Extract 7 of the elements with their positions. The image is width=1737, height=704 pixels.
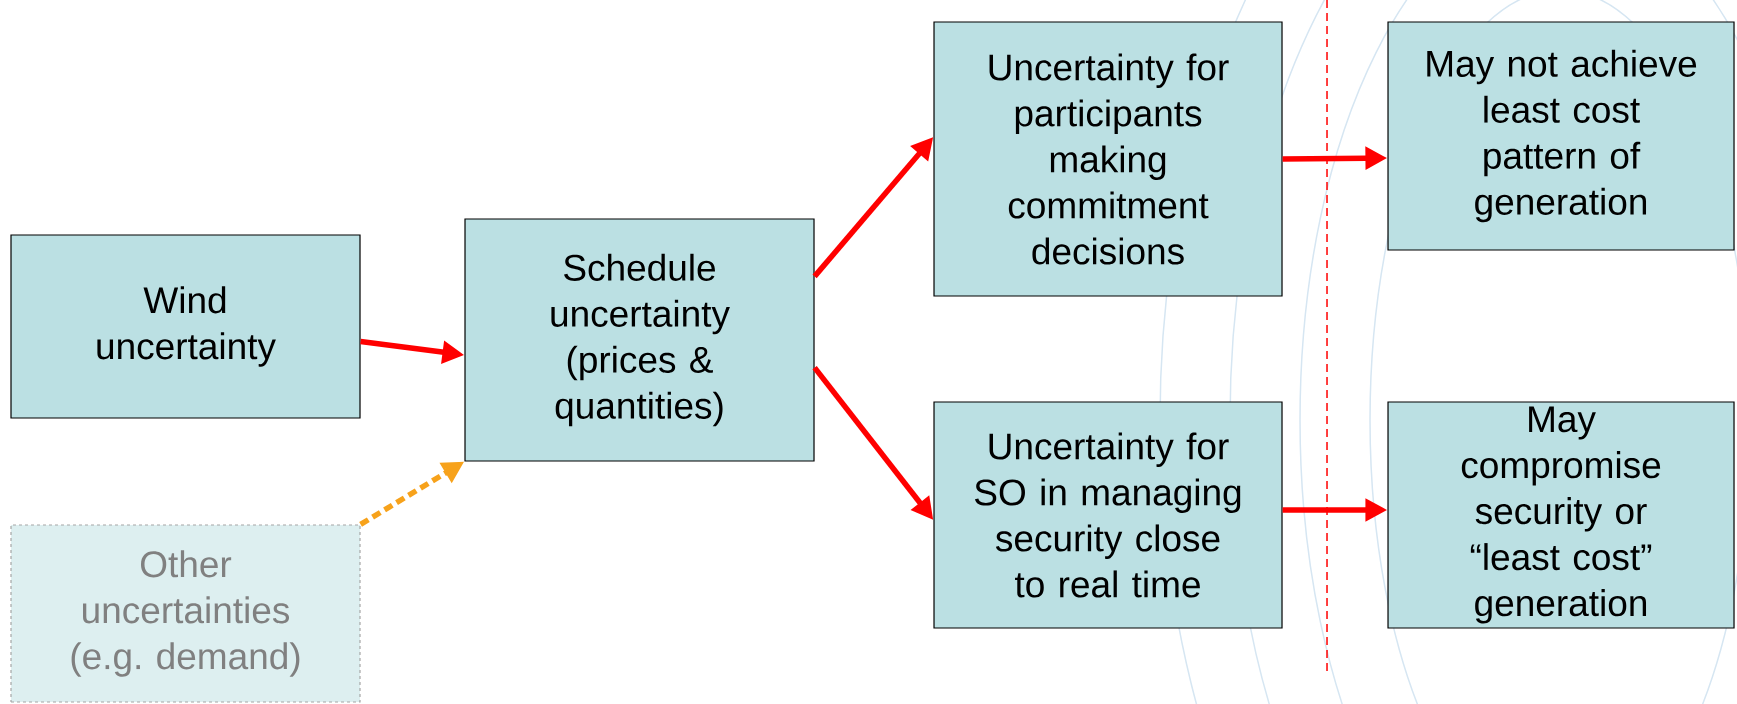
process-box: May not achieve least cost pattern of generation [1387,21,1735,251]
process-box: Schedule uncertainty (prices & quantities) [464,218,815,462]
process-box: Wind uncertainty [10,234,361,419]
process-box: Uncertainty for SO in managing security close to real time [933,401,1283,629]
source-box: Other uncertainties (e.g. demand) [10,524,361,703]
process-box: May compromise security or “least cost” generation [1387,401,1735,629]
process-box: Uncertainty for participants making commitment decisions [933,21,1283,297]
